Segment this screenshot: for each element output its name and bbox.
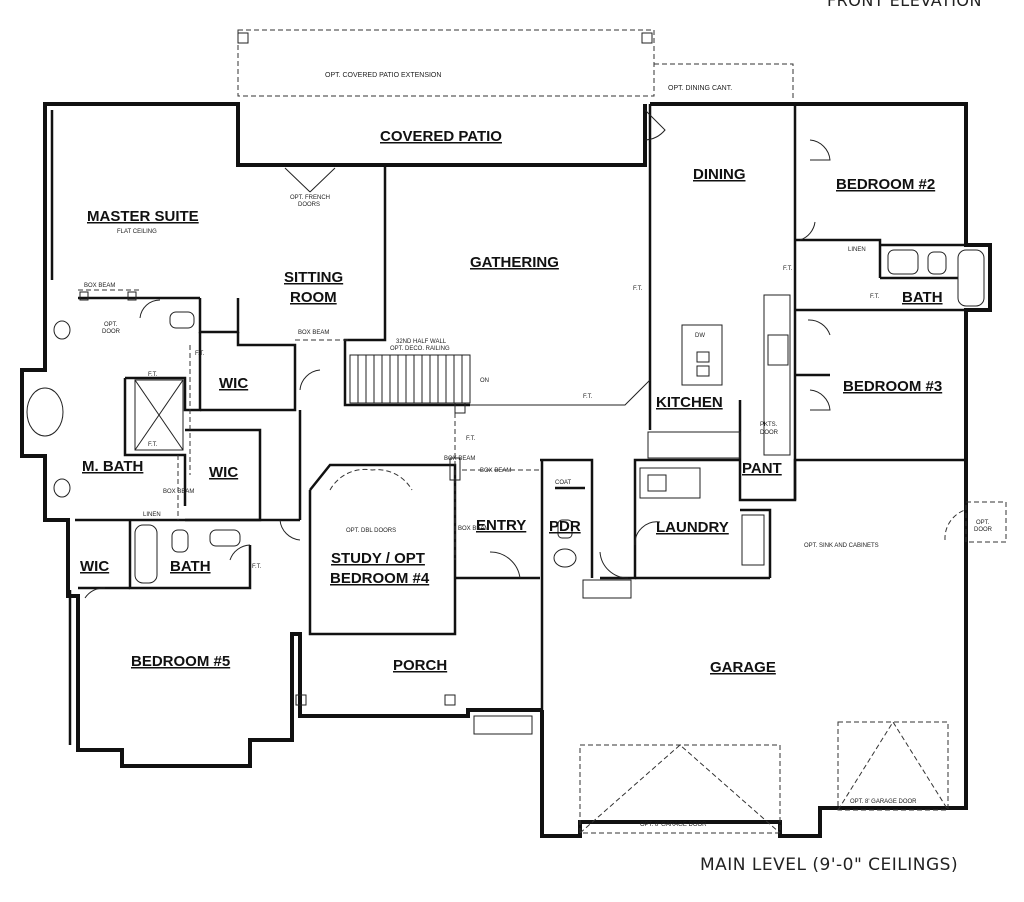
linen-note-right: LINEN <box>848 247 866 253</box>
ft-note-4: F.T. <box>148 372 158 378</box>
ft-note-8: F.T. <box>466 436 476 442</box>
pantry-label: PANT <box>742 460 782 477</box>
box-beam-note-1: BOX BEAM <box>84 283 115 289</box>
opt-door-right-note-1: OPT. <box>976 520 990 526</box>
linen-note-left: LINEN <box>143 512 161 518</box>
opt-patio-extension <box>237 29 794 100</box>
opt-patio-extension-note: OPT. COVERED PATIO EXTENSION <box>325 72 441 79</box>
bath-right-label: BATH <box>902 289 943 306</box>
wic-upper-label: WIC <box>219 375 248 392</box>
ft-note-5: F.T. <box>148 442 158 448</box>
ft-note-2: F.T. <box>583 394 593 400</box>
master-suite-label: MASTER SUITE <box>87 208 199 225</box>
dishwasher-note: DW <box>695 333 705 339</box>
bath-left-label: BATH <box>170 558 211 575</box>
doors <box>84 109 966 599</box>
box-beams <box>78 289 540 560</box>
box-beam-note-6: BOX BEAM <box>458 526 489 532</box>
opt-door-note-2: DOOR <box>102 329 121 335</box>
bedroom-3-label: BEDROOM #3 <box>843 378 942 395</box>
gathering-boundary <box>470 379 651 406</box>
entry-label: ENTRY <box>476 517 526 534</box>
pkts-door-note-1: PKTS. <box>760 422 778 428</box>
ft-note-9: F.T. <box>195 351 205 357</box>
half-wall-note-1: 32ND HALF WALL <box>396 339 447 345</box>
front-elevation-caption: FRONT ELEVATION <box>826 0 982 10</box>
bedroom-5-label: BEDROOM #5 <box>131 653 230 670</box>
box-beam-note-3: BOX BEAM <box>480 468 511 474</box>
plumbing-fixtures <box>134 249 985 584</box>
opt-garage-door-note-2: OPT. 8' GARAGE DOOR <box>850 799 917 805</box>
opt-sink-cabinets-note: OPT. SINK AND CABINETS <box>804 543 879 549</box>
opt-dining-cant-note: OPT. DINING CANT. <box>668 85 732 92</box>
covered-patio-label: COVERED PATIO <box>380 128 502 145</box>
porch-label: PORCH <box>393 657 447 674</box>
stairs <box>349 354 471 404</box>
dining-label: DINING <box>693 166 746 183</box>
opt-french-doors-note-1: OPT. FRENCH <box>290 195 330 201</box>
room-label: ROOM <box>290 289 337 306</box>
opt-dbl-doors-note: OPT. DBL DOORS <box>346 528 396 534</box>
garage-label: GARAGE <box>710 659 776 676</box>
m-bath-label: M. BATH <box>82 458 143 475</box>
coat-note: COAT <box>555 480 572 486</box>
ft-note-3: F.T. <box>783 266 793 272</box>
opt-door-right-note-2: DOOR <box>974 527 993 533</box>
bedroom-4-label: BEDROOM #4 <box>330 570 430 587</box>
sitting-label: SITTING <box>284 269 343 286</box>
wic-lower-label: WIC <box>209 464 238 481</box>
bedroom-2-label: BEDROOM #2 <box>836 176 935 193</box>
ft-note-1: F.T. <box>633 286 643 292</box>
pkts-door-note-2: DOOR <box>760 430 779 436</box>
study-label: STUDY / OPT <box>331 550 425 567</box>
opt-garage-door-note-1: OPT. 8' GARAGE DOOR <box>640 822 707 828</box>
opt-door-note-1: OPT. <box>104 322 118 328</box>
garage-doors <box>579 501 1007 834</box>
box-beam-note-5: BOX BEAM <box>444 456 475 462</box>
main-level-caption: MAIN LEVEL (9'-0" CEILINGS) <box>700 855 959 875</box>
box-beam-note-4: BOX BEAM <box>163 489 194 495</box>
pdr-label: PDR <box>549 518 581 535</box>
interior-walls <box>75 104 966 710</box>
master-bath-fixtures <box>26 320 184 498</box>
ft-note-6: F.T. <box>870 294 880 300</box>
porch-elements <box>79 291 632 735</box>
wic-bath-label: WIC <box>80 558 109 575</box>
laundry-label: LAUNDRY <box>656 519 729 536</box>
gathering-label: GATHERING <box>470 254 559 271</box>
opt-french-doors-note-2: DOORS <box>298 202 320 208</box>
half-wall-note-2: OPT. DECO. RAILING <box>390 346 450 352</box>
box-beam-note-2: BOX BEAM <box>298 330 329 336</box>
kitchen-label: KITCHEN <box>656 394 723 411</box>
stairs-on-note: ON <box>480 378 489 384</box>
ft-note-7: F.T. <box>252 564 262 570</box>
master-suite-note: FLAT CEILING <box>117 229 157 235</box>
